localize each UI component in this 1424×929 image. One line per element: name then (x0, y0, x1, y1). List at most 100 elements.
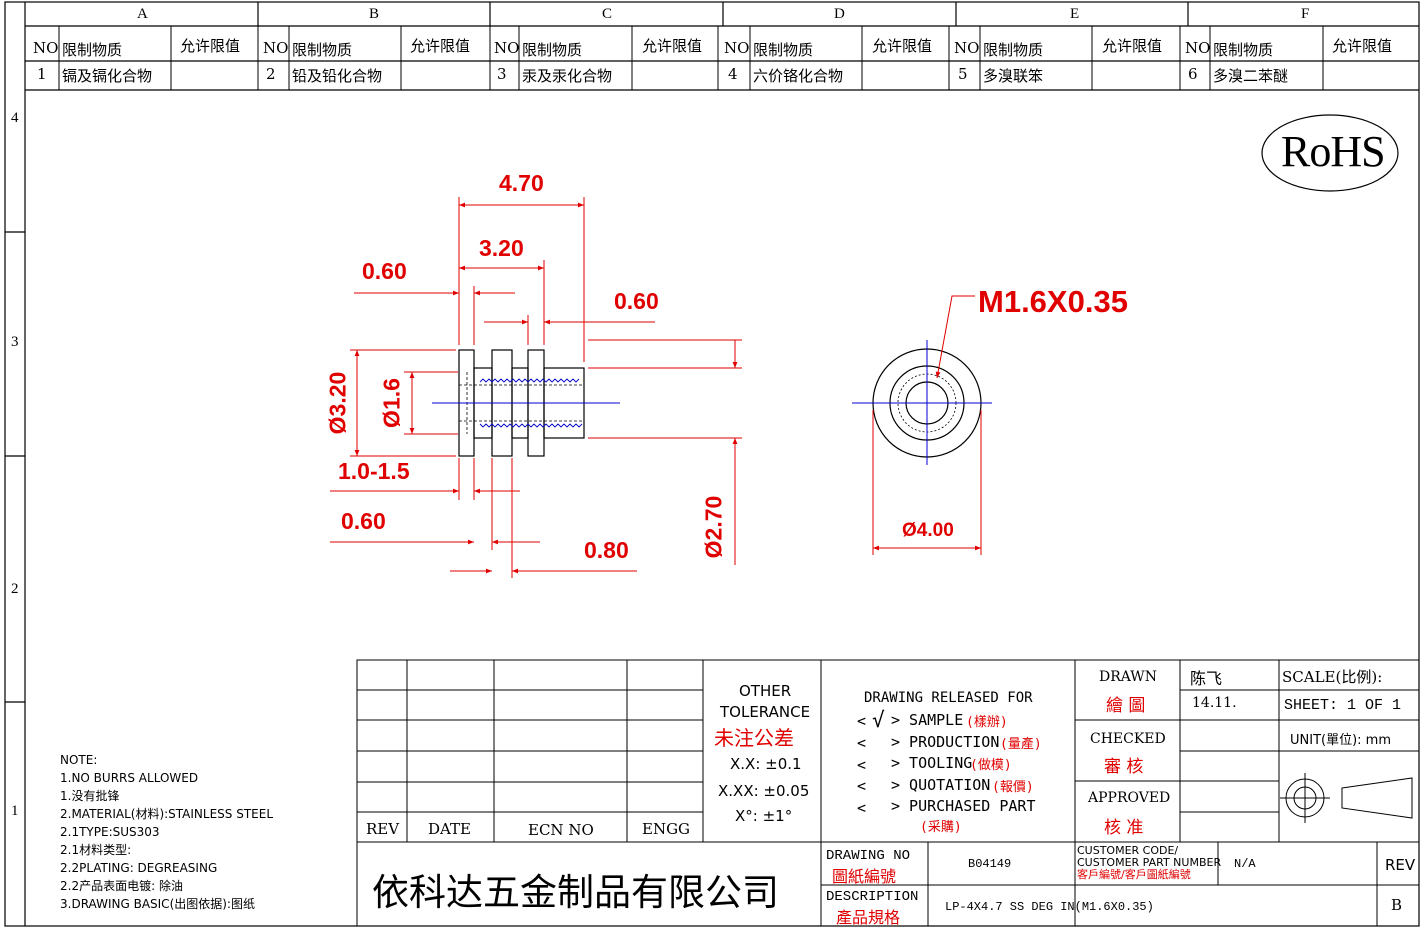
table-header-substance: 限制物质 (1213, 41, 1274, 59)
table-cell-substance: 汞及汞化合物 (522, 67, 613, 85)
table-cell-substance: 铅及铅化合物 (292, 67, 383, 85)
thread-lines (432, 378, 620, 428)
customer-label-line-2: CUSTOMER PART NUMBER (1077, 856, 1222, 869)
release-marker: < (857, 777, 867, 795)
end-view-centerlines (852, 340, 992, 465)
rohs-label: RoHS (1281, 127, 1386, 176)
release-item-production: > PRODUCTION (891, 733, 1000, 751)
checked-label: CHECKED (1090, 731, 1166, 747)
drawn-name: 陈飞 (1190, 669, 1223, 688)
row-marker-1: 1 (11, 803, 19, 819)
date-header: DATE (428, 820, 471, 838)
note-line: NOTE: (60, 753, 98, 767)
dim-dia-4-00: Ø4.00 (902, 520, 954, 541)
scale-label: SCALE(比例): (1282, 668, 1383, 686)
rev-value: B (1391, 896, 1403, 914)
table-header-substance: 限制物质 (62, 41, 123, 59)
drawing-no-label-cn: 圖紙編號 (832, 867, 897, 886)
dim-0-60-bottom: 0.60 (341, 508, 386, 534)
table-cell-no: 2 (266, 65, 276, 83)
drawn-date: 14.11. (1192, 695, 1237, 711)
row-marker-2: 2 (11, 581, 19, 597)
table-cell-no: 4 (728, 65, 738, 83)
release-item-production-cn: (量產) (1000, 737, 1042, 752)
row-marker-4: 4 (11, 110, 19, 126)
table-header-no: NO (954, 39, 980, 57)
side-view-dimensions (330, 197, 742, 578)
table-header-limit: 允许限值 (180, 37, 241, 55)
dim-3-20: 3.20 (479, 235, 524, 261)
column-label-e: E (1070, 6, 1080, 22)
release-marker: < (857, 756, 867, 774)
restricted-table-grid (58, 26, 1324, 90)
engg-header: ENGG (642, 820, 691, 838)
dim-4-70: 4.70 (499, 170, 544, 196)
release-item-tooling-cn: (做模) (970, 758, 1012, 773)
end-view-dimensions (872, 295, 982, 555)
note-line: 2.1TYPE:SUS303 (60, 825, 160, 839)
dim-0-60-right: 0.60 (614, 288, 659, 314)
dim-dia-3-20: Ø3.20 (324, 371, 351, 435)
release-check-mark[interactable]: √ (872, 708, 885, 732)
release-item-sample-cn: (樣辦) (966, 715, 1008, 730)
column-label-c: C (602, 6, 613, 22)
release-marker: < (857, 799, 867, 817)
column-label-d: D (834, 6, 845, 22)
customer-value: N/A (1234, 857, 1256, 871)
checked-label-cn: 審 核 (1104, 757, 1144, 777)
table-cell-substance: 六价铬化合物 (753, 67, 844, 85)
rev-header: REV (366, 820, 400, 838)
tolerance-title-cn: 未注公差 (714, 726, 794, 750)
table-header-no: NO (263, 39, 289, 57)
release-title: DRAWING RELEASED FOR (864, 690, 1033, 706)
ecn-header: ECN NO (528, 821, 594, 839)
table-header-limit: 允许限值 (642, 37, 703, 55)
column-label-f: F (1301, 6, 1310, 22)
dim-0-60-top: 0.60 (362, 258, 407, 284)
tolerance-title-2: TOLERANCE (720, 703, 811, 721)
customer-label-line-1: CUSTOMER CODE/ (1077, 844, 1179, 857)
table-header-no: NO (1185, 39, 1211, 57)
release-item-purchased: > PURCHASED PART (891, 797, 1036, 815)
notes-block: NOTE: 1.NO BURRS ALLOWED 1.没有批锋 2.MATERI… (60, 751, 273, 913)
table-cell-substance: 多溴二苯醚 (1213, 67, 1289, 85)
tolerance-xx: X.X: ±0.1 (730, 755, 802, 773)
table-header-no: NO (494, 39, 520, 57)
release-item-quotation: > QUOTATION (891, 776, 991, 794)
table-header-limit: 允许限值 (410, 37, 471, 55)
tolerance-angle: X°: ±1° (735, 807, 793, 825)
table-header-no: NO (724, 39, 750, 57)
customer-label: CUSTOMER CODE/ CUSTOMER PART NUMBER 客戶編號… (1077, 845, 1221, 881)
row-marker-3: 3 (11, 334, 19, 350)
table-header-substance: 限制物质 (522, 41, 583, 59)
table-cell-no: 5 (958, 65, 968, 83)
table-cell-no: 3 (497, 65, 507, 83)
note-line: 2.1材料类型: (60, 843, 132, 857)
sheet-label: SHEET: 1 OF 1 (1284, 697, 1402, 714)
release-marker: < (857, 712, 867, 730)
table-cell-substance: 多溴联笨 (983, 67, 1044, 85)
table-cell-substance: 镉及镉化合物 (62, 67, 153, 85)
release-item-tooling: > TOOLING (891, 754, 973, 772)
unit-label: UNIT(單位): mm (1290, 733, 1391, 748)
release-item-purchased-cn: (采購) (920, 820, 962, 835)
release-item-sample: > SAMPLE (891, 711, 964, 729)
drawn-label-cn: 繪 圖 (1106, 696, 1146, 716)
table-header-substance: 限制物质 (292, 41, 353, 59)
column-label-a: A (137, 6, 148, 22)
dim-dia-1-6: Ø1.6 (378, 378, 405, 428)
thread-callout: M1.6X0.35 (978, 284, 1128, 319)
rohs-stamp (1261, 114, 1399, 192)
table-cell-no: 6 (1188, 65, 1198, 83)
rev-label: REV (1385, 856, 1416, 874)
drawn-label: DRAWN (1099, 669, 1157, 685)
tolerance-title-1: OTHER (739, 682, 792, 700)
table-header-limit: 允许限值 (872, 37, 933, 55)
drawing-no-value: B04149 (968, 857, 1012, 871)
description-label: DESCRIPTION (826, 889, 919, 905)
approved-label-cn: 核 准 (1104, 818, 1144, 838)
release-marker: < (857, 734, 867, 752)
dim-0-80: 0.80 (584, 537, 629, 563)
note-line: 2.2PLATING: DEGREASING (60, 861, 218, 875)
